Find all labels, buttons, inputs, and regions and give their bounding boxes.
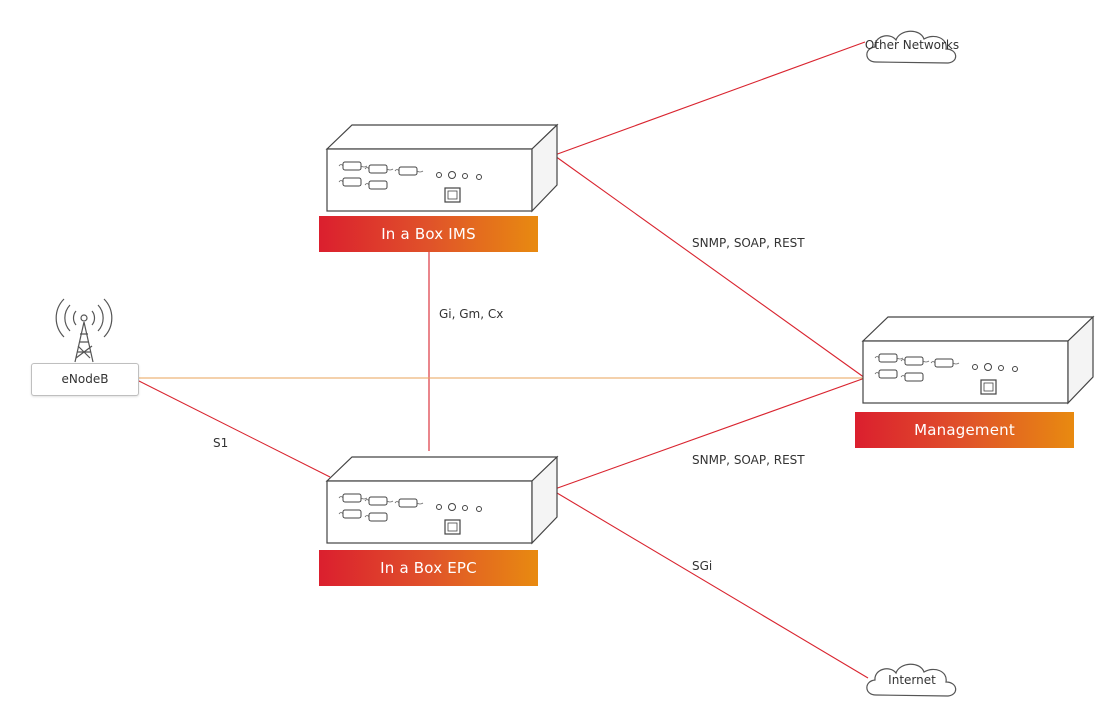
- link-enodeb-epc: [136, 379, 331, 478]
- link-label-epc-internet: SGi: [692, 559, 713, 573]
- other-networks-label: Other Networks: [864, 38, 960, 52]
- link-ims-management: [554, 155, 866, 379]
- management-node-badge[interactable]: Management: [855, 412, 1074, 448]
- internet-label: Internet: [888, 673, 936, 687]
- link-label-ims-management: SNMP, SOAP, REST: [692, 236, 805, 250]
- radio-tower-icon: [55, 298, 113, 363]
- link-lines: [136, 41, 869, 679]
- link-label-ims-epc: Gi, Gm, Cx: [439, 307, 504, 321]
- enodeb-node[interactable]: eNodeB: [31, 363, 139, 396]
- ims-appliance-icon: [326, 124, 558, 212]
- link-epc-management: [551, 377, 866, 491]
- link-epc-internet: [551, 489, 869, 679]
- link-label-epc-management: SNMP, SOAP, REST: [692, 453, 805, 467]
- epc-node-badge[interactable]: In a Box EPC: [319, 550, 538, 586]
- management-appliance-icon: [862, 316, 1094, 404]
- ims-node-badge[interactable]: In a Box IMS: [319, 216, 538, 252]
- enodeb-label: eNodeB: [61, 372, 109, 386]
- link-ims-other-networks: [551, 41, 866, 157]
- epc-appliance-icon: [326, 456, 558, 544]
- link-label-enodeb-epc: S1: [213, 436, 229, 450]
